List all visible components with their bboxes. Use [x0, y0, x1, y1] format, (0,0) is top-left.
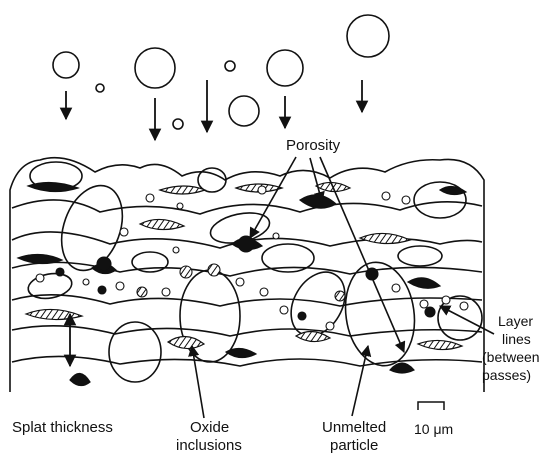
porosity-label: Porosity	[286, 137, 341, 154]
pore	[326, 322, 334, 330]
pore	[382, 192, 390, 200]
pore	[162, 288, 170, 296]
pore	[180, 266, 192, 278]
incoming-particle	[173, 119, 183, 129]
incoming-particle	[53, 52, 79, 78]
pore	[137, 287, 147, 297]
pore	[442, 296, 450, 304]
spray-direction-arrows	[66, 80, 362, 140]
pore	[298, 312, 306, 320]
oxide-inclusions-line-1: Oxide	[190, 419, 229, 436]
incoming-particle	[225, 61, 235, 71]
pore	[460, 302, 468, 310]
porosity-arrow	[250, 157, 296, 238]
pore	[425, 307, 435, 317]
oxide-inclusion	[440, 186, 466, 194]
pore	[97, 257, 111, 271]
layer-lines-label: Layer lines (between passes)	[482, 313, 540, 383]
pore	[402, 196, 410, 204]
unmelted-particle-line-1: Unmelted	[322, 419, 386, 436]
oxide-inclusion	[140, 219, 184, 229]
pore	[236, 278, 244, 286]
pore	[392, 284, 400, 292]
splat	[26, 270, 73, 301]
oxide-inclusion	[28, 182, 78, 191]
incoming-particle	[267, 50, 303, 86]
pore	[173, 247, 179, 253]
pore	[56, 268, 64, 276]
splat	[398, 246, 442, 266]
pore	[280, 306, 288, 314]
layer-lines-line-2: lines	[502, 331, 531, 347]
oxide-inclusion	[300, 195, 336, 208]
oxide-inclusion	[296, 331, 330, 341]
layer-lines-line-4: passes)	[482, 367, 531, 383]
oxide-inclusion	[418, 340, 462, 349]
pore	[146, 194, 154, 202]
oxide-inclusions-arrows	[192, 346, 204, 418]
incoming-particle	[347, 15, 389, 57]
oxide-inclusion	[160, 186, 205, 194]
splat	[51, 177, 134, 279]
scale-bar-label: 10 μm	[414, 421, 453, 437]
unmelted-particle-label: Unmelted particle	[322, 419, 386, 454]
unmelted-particle-line-2: particle	[330, 437, 378, 454]
porosity-pores	[36, 186, 468, 330]
scale-bar	[418, 402, 444, 410]
layer-lines-line-1: Layer	[498, 313, 533, 329]
oxide-inclusion	[168, 336, 204, 348]
pore	[36, 274, 44, 282]
pore	[335, 291, 345, 301]
pore	[177, 203, 183, 209]
layer-lines-line-3: (between	[482, 349, 540, 365]
incoming-particle	[229, 96, 259, 126]
pore	[260, 288, 268, 296]
unmelted-particle-shape	[339, 258, 421, 370]
pore	[208, 264, 220, 276]
pore	[238, 236, 254, 252]
pore	[98, 286, 106, 294]
pore	[273, 233, 279, 239]
oxide-inclusions-line-2: inclusions	[176, 437, 242, 454]
pore	[120, 228, 128, 236]
oxide-inclusion	[70, 373, 90, 385]
unmelted-particle-arrow	[352, 346, 368, 416]
incoming-particle	[135, 48, 175, 88]
oxide-inclusions-label: Oxide inclusions	[176, 419, 242, 454]
oxide-inclusion	[360, 233, 410, 243]
oxide-inclusion	[408, 278, 440, 288]
splat-thickness-label: Splat thickness	[12, 419, 113, 436]
incoming-particle	[96, 84, 104, 92]
oxide-inclusion	[26, 309, 82, 319]
oxide-arrow	[192, 346, 204, 418]
pore	[258, 186, 266, 194]
pore	[116, 282, 124, 290]
oxide-inclusion	[18, 254, 62, 263]
pore	[83, 279, 89, 285]
oxide-inclusion	[226, 348, 256, 357]
incoming-particles	[53, 15, 389, 129]
pore	[420, 300, 428, 308]
